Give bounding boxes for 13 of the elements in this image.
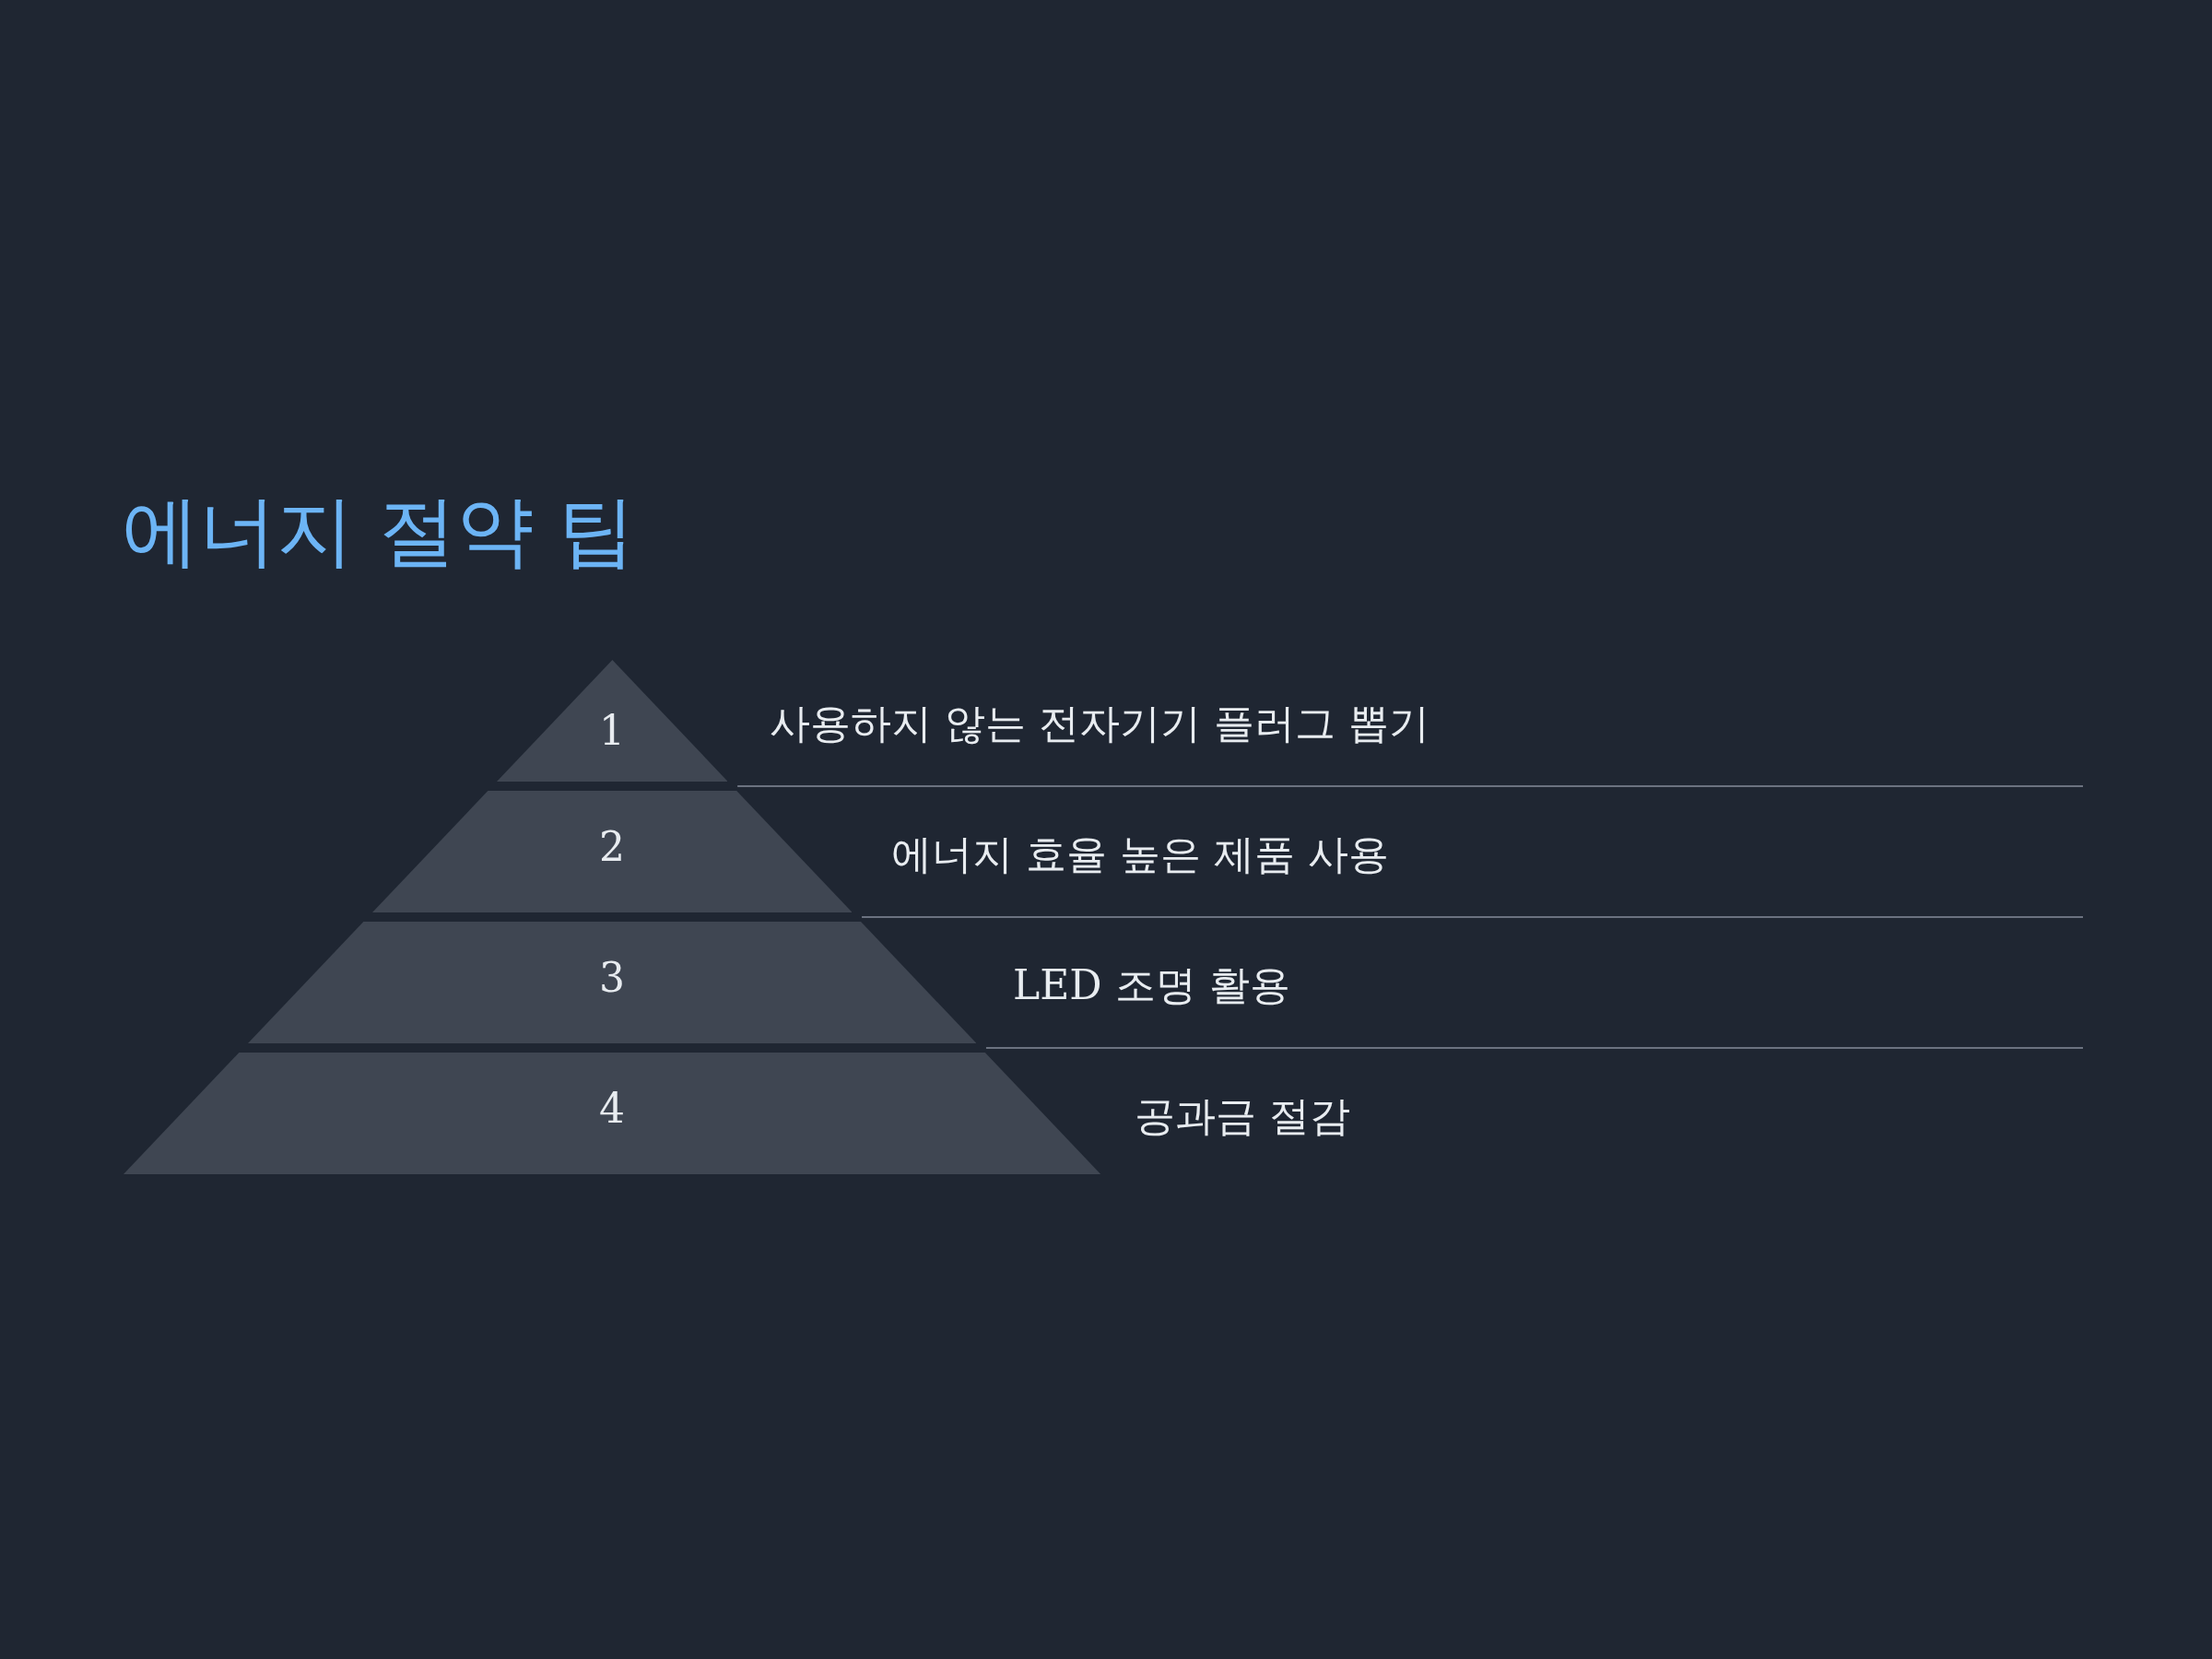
title: 에너지 절약 팁	[122, 485, 636, 578]
step-description: LED 조명 활용	[1013, 960, 1290, 1010]
pyramid-layer	[371, 791, 853, 912]
step-number: 3	[598, 954, 626, 1001]
pyramid-top-triangle	[496, 660, 728, 782]
step-description: 사용하지 않는 전자기기 플러그 뽑기	[770, 699, 1430, 748]
pyramid-layer	[123, 1053, 1101, 1174]
step-number: 2	[598, 823, 626, 870]
step-description: 에너지 효율 높은 제품 사용	[891, 830, 1389, 879]
pyramid-layer	[247, 922, 977, 1043]
step-description: 공과금 절감	[1135, 1091, 1350, 1141]
step-number: 1	[598, 707, 626, 754]
step-number: 4	[598, 1085, 626, 1132]
